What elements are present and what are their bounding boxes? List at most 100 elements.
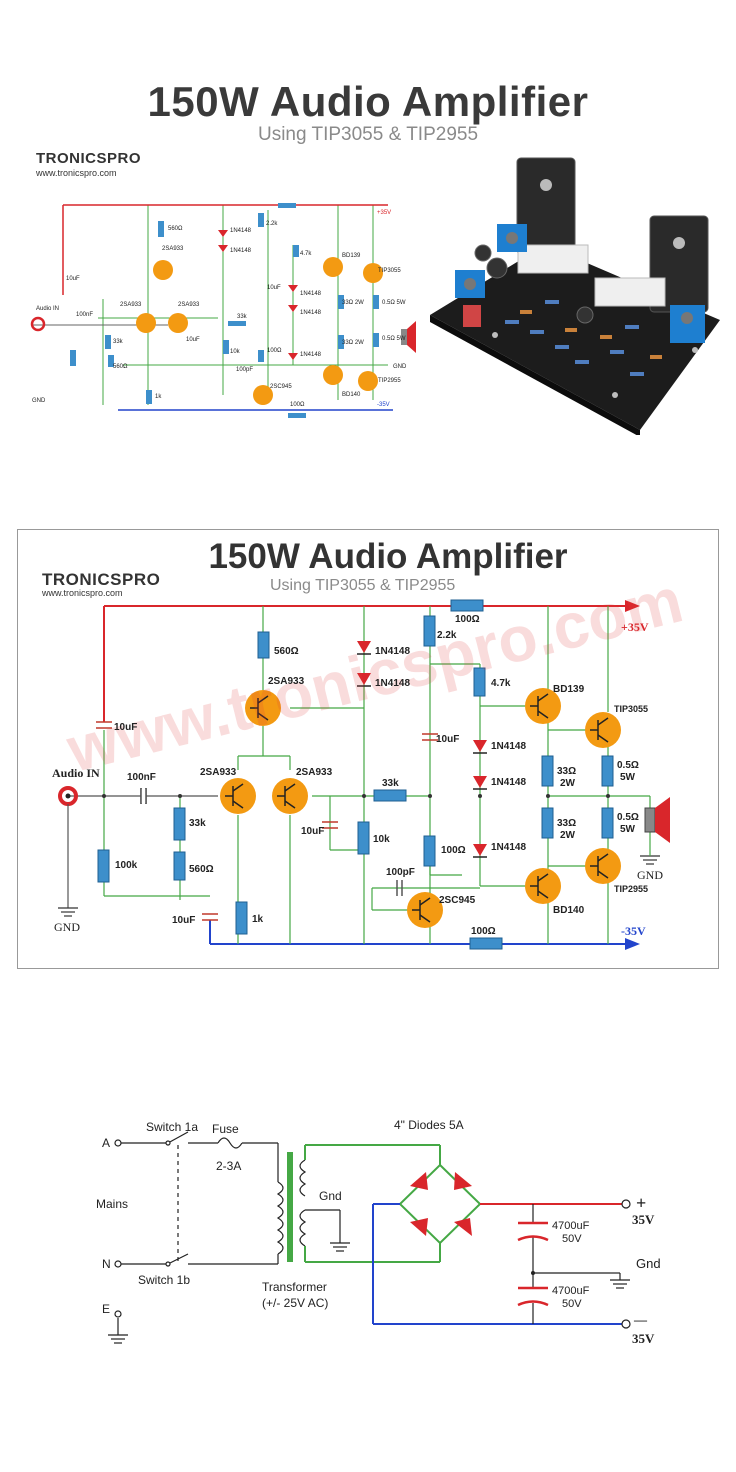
psu-diodes-label: 4" Diodes 5A bbox=[394, 1118, 464, 1132]
gnd-right-label: GND bbox=[637, 868, 663, 882]
top-label-560b: 560Ω bbox=[113, 364, 128, 370]
psu-fuse-value: 2-3A bbox=[216, 1159, 242, 1173]
top-label-10uf-c: 10uF bbox=[267, 285, 281, 291]
top-label-10k: 10k bbox=[230, 349, 240, 355]
top-label-05-b: 0.5Ω 5W bbox=[382, 336, 406, 342]
top-label-33-2w-a: 33Ω 2W bbox=[342, 300, 364, 306]
d1-label: 1N4148 bbox=[375, 646, 411, 657]
r-100k-label: 100k bbox=[115, 860, 138, 871]
c-100pf-label: 100pF bbox=[386, 867, 415, 878]
d4-label: 1N4148 bbox=[491, 777, 527, 788]
top-label-560: 560Ω bbox=[168, 226, 183, 232]
pcb-board-image bbox=[430, 157, 720, 435]
c-10uf-r-label: 10uF bbox=[436, 734, 460, 745]
main-subtitle: Using TIP3055 & TIP2955 bbox=[270, 577, 456, 594]
r-05-b2-label: 5W bbox=[620, 824, 635, 835]
q-top-label: 2SA933 bbox=[268, 676, 305, 687]
psu-switch-1a-label: Switch 1a bbox=[146, 1120, 199, 1134]
top-schematic-thumbnail bbox=[30, 203, 416, 418]
r-560-b-label: 560Ω bbox=[189, 864, 214, 875]
q-2sc945-label: 2SC945 bbox=[439, 895, 476, 906]
top-label-vpos: +35V bbox=[377, 210, 392, 216]
top-label-bd140: BD140 bbox=[342, 392, 361, 398]
audio-in-label: Audio IN bbox=[52, 766, 100, 780]
top-logo: TRONICSPRO bbox=[36, 150, 142, 167]
main-url: www.tronicspro.com bbox=[42, 588, 123, 598]
top-label-05-a: 0.5Ω 5W bbox=[382, 300, 406, 306]
psu-minus-voltage: 35V bbox=[632, 1331, 655, 1346]
c-100nf-label: 100nF bbox=[127, 772, 156, 783]
top-gnd-label: GND bbox=[32, 398, 46, 404]
d3-label: 1N4148 bbox=[491, 741, 527, 752]
r-1k-label: 1k bbox=[252, 914, 264, 925]
r-05-b-label: 0.5Ω bbox=[617, 812, 639, 823]
top-label-2sc945: 2SC945 bbox=[270, 384, 292, 390]
psu-transformer-value: (+/- 25V AC) bbox=[262, 1296, 329, 1310]
psu-n-label: N bbox=[102, 1257, 111, 1271]
psu-cap1-voltage: 50V bbox=[562, 1233, 582, 1245]
top-audio-in-label: Audio IN bbox=[36, 306, 60, 312]
top-label-10uf: 10uF bbox=[66, 276, 80, 282]
top-label-1n4148-e: 1N4148 bbox=[300, 352, 322, 358]
q-tip2955-label: TIP2955 bbox=[614, 884, 649, 894]
vpos-label: +35V bbox=[621, 620, 649, 634]
q-right-label: 2SA933 bbox=[296, 767, 333, 778]
c-10uf-bot-label: 10uF bbox=[172, 915, 196, 926]
top-label-10uf-b: 10uF bbox=[186, 337, 200, 343]
q-bd140-label: BD140 bbox=[553, 905, 585, 916]
r-33k-a-label: 33k bbox=[189, 818, 206, 829]
vneg-label: -35V bbox=[621, 924, 646, 938]
psu-cap2-label: 4700uF bbox=[552, 1285, 590, 1297]
top-label-1n4148-c: 1N4148 bbox=[300, 291, 322, 297]
top-label-vneg: -35V bbox=[377, 402, 390, 408]
top-label-2k2: 2.2k bbox=[266, 221, 278, 227]
top-url: www.tronicspro.com bbox=[36, 168, 117, 178]
d2-label: 1N4148 bbox=[375, 678, 411, 689]
psu-cap1-label: 4700uF bbox=[552, 1220, 590, 1232]
d5-label: 1N4148 bbox=[491, 842, 527, 853]
psu-minus-sign: — bbox=[634, 1312, 647, 1327]
main-logo: TRONICSPRO bbox=[42, 570, 161, 589]
top-label-100: 100Ω bbox=[267, 348, 282, 354]
r-560-top-label: 560Ω bbox=[274, 646, 299, 657]
psu-plus-voltage: 35V bbox=[632, 1212, 655, 1227]
r-2k2-label: 2.2k bbox=[437, 630, 457, 641]
top-label-1n4148-a: 1N4148 bbox=[230, 228, 252, 234]
psu-fuse-label: Fuse bbox=[212, 1122, 239, 1136]
psu-switch-1b-label: Switch 1b bbox=[138, 1273, 191, 1287]
top-label-1n4148-d: 1N4148 bbox=[300, 310, 322, 316]
r-33k-b-label: 33k bbox=[382, 778, 399, 789]
top-title: 150W Audio Amplifier bbox=[147, 78, 589, 125]
top-label-33k: 33k bbox=[113, 339, 123, 345]
r-05-a2-label: 5W bbox=[620, 772, 635, 783]
top-subtitle: Using TIP3055 & TIP2955 bbox=[257, 124, 479, 145]
psu-plus-sign: + bbox=[636, 1193, 647, 1213]
top-label-tip3055: TIP3055 bbox=[378, 268, 401, 274]
top-label-1n4148-b: 1N4148 bbox=[230, 248, 252, 254]
r-10k-label: 10k bbox=[373, 834, 390, 845]
top-label-4k7: 4.7k bbox=[300, 251, 312, 257]
r-33-2w-b-label: 33Ω bbox=[557, 818, 577, 829]
q-left-label: 2SA933 bbox=[200, 767, 237, 778]
psu-cap2-voltage: 50V bbox=[562, 1298, 582, 1310]
top-label-100-b: 100Ω bbox=[290, 402, 305, 408]
top-label-33-2w-b: 33Ω 2W bbox=[342, 340, 364, 346]
top-label-33k-b: 33k bbox=[237, 314, 247, 320]
r-100-bot-label: 100Ω bbox=[471, 926, 496, 937]
top-label-100nf: 100nF bbox=[76, 312, 94, 318]
top-label-2sa933-c: 2SA933 bbox=[178, 302, 200, 308]
r-05-a-label: 0.5Ω bbox=[617, 760, 639, 771]
gnd-left-label: GND bbox=[54, 920, 80, 934]
top-label-100pf: 100pF bbox=[236, 367, 254, 373]
top-label-bd139: BD139 bbox=[342, 253, 361, 259]
r-4k7-label: 4.7k bbox=[491, 678, 511, 689]
main-title: 150W Audio Amplifier bbox=[208, 537, 568, 576]
psu-mains-label: Mains bbox=[96, 1197, 129, 1211]
r-33-2w-a2-label: 2W bbox=[560, 778, 575, 789]
c-10uf-mid-label: 10uF bbox=[301, 826, 325, 837]
top-label-gnd-r: GND bbox=[393, 364, 407, 370]
r-33-2w-a-label: 33Ω bbox=[557, 766, 577, 777]
q-tip3055-label: TIP3055 bbox=[614, 704, 649, 714]
